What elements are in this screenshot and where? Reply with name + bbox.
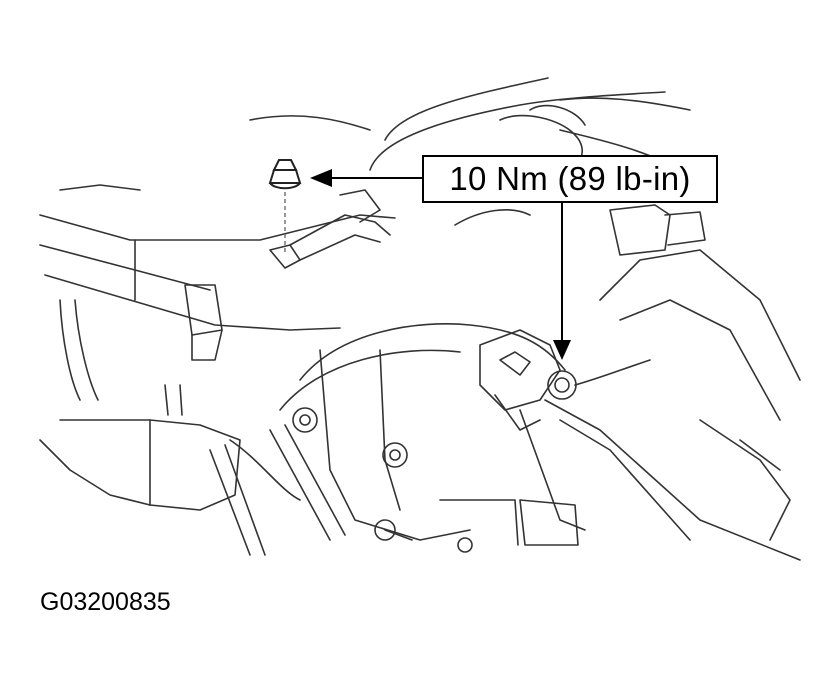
torque-spec-label: 10 Nm (89 lb-in) (449, 160, 691, 197)
figure-id-label: G03200835 (40, 588, 171, 616)
arrow-left-icon (310, 169, 422, 187)
sensor-nut (547, 370, 577, 400)
torque-callout: 10 Nm (89 lb-in) (422, 155, 718, 203)
arrow-down-icon (553, 203, 571, 360)
upper-hose (384, 77, 549, 141)
sensor-housing (299, 323, 566, 381)
mounting-rail (39, 214, 396, 241)
engine-component-illustration (39, 77, 801, 561)
nut-icon (268, 159, 302, 190)
